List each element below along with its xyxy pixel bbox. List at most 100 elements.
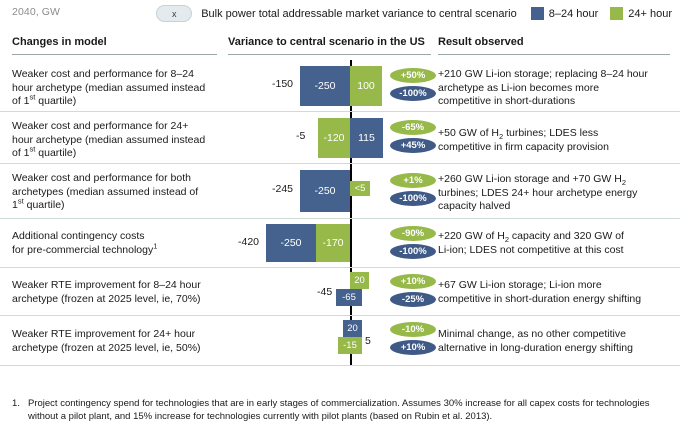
row-badges: +50% -100%	[390, 68, 436, 104]
change-line-3a: of 1st quartile)	[12, 144, 77, 159]
column-header-variance: Variance to central scenario in the US	[228, 36, 425, 48]
table-row: Weaker cost and performance for 24+ hour…	[0, 112, 680, 164]
badge-green-pct: +10%	[390, 274, 436, 289]
row-change-description: Weaker cost and performance for both arc…	[12, 172, 217, 213]
row-result-observed: +260 GW Li-ion storage and +70 GW H2 tur…	[438, 173, 676, 214]
badge-blue-pct: +45%	[390, 138, 436, 153]
badge-green-pct: -10%	[390, 322, 436, 337]
badge-green-pct: +1%	[390, 173, 436, 188]
row-total-label: -420	[238, 236, 260, 248]
row-result-observed: +210 GW Li-ion storage; replacing 8–24 h…	[438, 68, 676, 109]
result-line-3: capacity halved	[438, 200, 511, 212]
badge-green-pct: -65%	[390, 120, 436, 135]
bar-24-plus-hour: -120	[318, 118, 350, 158]
change-line-1: Weaker cost and performance for 8–24	[12, 68, 194, 80]
change-line-1: Weaker RTE improvement for 8–24 hour	[12, 279, 201, 291]
change-line-2: archetypes (median assumed instead of	[12, 185, 199, 198]
table-row: Weaker cost and performance for 8–24 hou…	[0, 60, 680, 112]
change-line-2: for pre-commercial technology1	[12, 241, 158, 256]
result-line-1: +220 GW of H2 capacity and 320 GW of	[438, 230, 624, 245]
row-change-description: Weaker RTE improvement for 24+ hour arch…	[12, 328, 217, 355]
result-line-2: alternative in long-duration energy shif…	[438, 341, 633, 354]
legend-description: Bulk power total addressable market vari…	[201, 7, 517, 20]
legend-label-8-24-hour: 8–24 hour	[548, 7, 599, 20]
badge-blue-pct: -100%	[390, 244, 436, 259]
row-chart: -5 -120 115	[228, 112, 433, 163]
badge-green-pct: +50%	[390, 68, 436, 83]
result-line-1: +50 GW of H2 turbines; LDES less	[438, 127, 599, 142]
row-result-observed: +220 GW of H2 capacity and 320 GW of Li-…	[438, 230, 676, 257]
change-line-1: Weaker cost and performance for both	[12, 172, 191, 184]
row-total-label: 5	[365, 335, 371, 347]
bar-8-24-hour: -250	[266, 224, 316, 262]
row-chart: -420 -250 -170	[228, 219, 433, 267]
header-rule-changes	[12, 54, 217, 55]
bar-8-24-hour: -65	[336, 289, 362, 306]
row-total-label: -150	[272, 78, 294, 90]
row-change-description: Additional contingency costs for pre-com…	[12, 230, 217, 257]
row-badges: +1% -100%	[390, 173, 436, 209]
result-line-2: Li-ion; LDES not competitive at this cos…	[438, 243, 624, 256]
row-chart: 20 -15 5	[228, 316, 433, 365]
change-line-2: hour archetype (median assumed instead	[12, 81, 206, 94]
legend: x Bulk power total addressable market va…	[156, 5, 672, 22]
row-result-observed: +50 GW of H2 turbines; LDES less competi…	[438, 127, 676, 154]
badge-blue-pct: -100%	[390, 86, 436, 101]
result-line-2: competitive in firm capacity provision	[438, 140, 609, 153]
change-line-2: archetype (frozen at 2025 level, ie, 50%…	[12, 341, 201, 354]
row-change-description: Weaker cost and performance for 24+ hour…	[12, 120, 217, 161]
column-headers: Changes in model Variance to central sce…	[0, 36, 680, 58]
row-chart: -45 20 -65	[228, 268, 433, 315]
result-line-3: competitive in short-durations	[438, 95, 576, 107]
column-header-result: Result observed	[438, 36, 524, 48]
row-result-observed: Minimal change, as no other competitive …	[438, 328, 676, 355]
change-line-3a: 1st quartile)	[12, 196, 65, 211]
column-header-changes: Changes in model	[12, 36, 107, 48]
result-line-1: +67 GW Li-ion storage; Li-ion more	[438, 279, 602, 291]
change-line-2: archetype (frozen at 2025 level, ie, 70%…	[12, 292, 201, 305]
table-row: Weaker RTE improvement for 8–24 hour arc…	[0, 268, 680, 316]
row-badges: -90% -100%	[390, 226, 436, 262]
result-line-1: +210 GW Li-ion storage; replacing 8–24 h…	[438, 68, 648, 80]
bar-24-plus-hour: <5	[350, 181, 370, 196]
row-chart: -245 -250 <5	[228, 164, 433, 218]
zero-axis	[350, 219, 352, 267]
badge-blue-pct: -100%	[390, 191, 436, 206]
unit-label: 2040, GW	[12, 6, 61, 18]
row-total-label: -45	[317, 286, 333, 298]
bar-8-24-hour: 115	[350, 118, 383, 158]
bar-8-24-hour: -250	[300, 66, 350, 106]
footnote-text: Project contingency spend for technologi…	[28, 398, 650, 422]
legend-swatch-blue-icon	[530, 7, 544, 20]
result-line-2: turbines; LDES 24+ hour archetype energy	[438, 186, 638, 199]
row-total-label: -5	[296, 130, 306, 142]
result-line-1: Minimal change, as no other competitive	[438, 328, 626, 340]
row-total-label: -245	[272, 183, 294, 195]
table-row: Weaker cost and performance for both arc…	[0, 164, 680, 219]
table-body: Weaker cost and performance for 8–24 hou…	[0, 60, 680, 366]
bar-8-24-hour: -250	[300, 170, 350, 212]
row-badges: -65% +45%	[390, 120, 436, 156]
bar-24-plus-hour: 20	[350, 272, 369, 289]
row-result-observed: +67 GW Li-ion storage; Li-ion more compe…	[438, 279, 676, 306]
row-change-description: Weaker cost and performance for 8–24 hou…	[12, 68, 217, 109]
change-line-1: Weaker RTE improvement for 24+ hour	[12, 328, 196, 340]
header-rule-variance	[228, 54, 431, 55]
legend-swatch-green-icon	[610, 7, 624, 20]
bar-24-plus-hour: -170	[316, 224, 350, 262]
change-line-1: Additional contingency costs	[12, 230, 145, 242]
footnote: 1. Project contingency spend for technol…	[12, 397, 670, 423]
result-line-2: archetype as Li-ion becomes more	[438, 81, 600, 94]
badge-green-pct: -90%	[390, 226, 436, 241]
result-line-1: +260 GW Li-ion storage and +70 GW H2	[438, 173, 627, 188]
change-line-3a: of 1st quartile)	[12, 92, 77, 107]
footnote-number: 1.	[12, 398, 20, 409]
header-rule-result	[438, 54, 670, 55]
bar-24-plus-hour: -15	[338, 337, 362, 354]
legend-item-24-plus-hour: 24+ hour	[610, 7, 672, 20]
change-line-2: hour archetype (median assumed instead	[12, 133, 206, 146]
badge-blue-pct: -25%	[390, 292, 436, 307]
row-badges: +10% -25%	[390, 274, 436, 310]
x-marker-pill: x	[156, 5, 193, 22]
bar-24-plus-hour: 100	[350, 66, 382, 106]
